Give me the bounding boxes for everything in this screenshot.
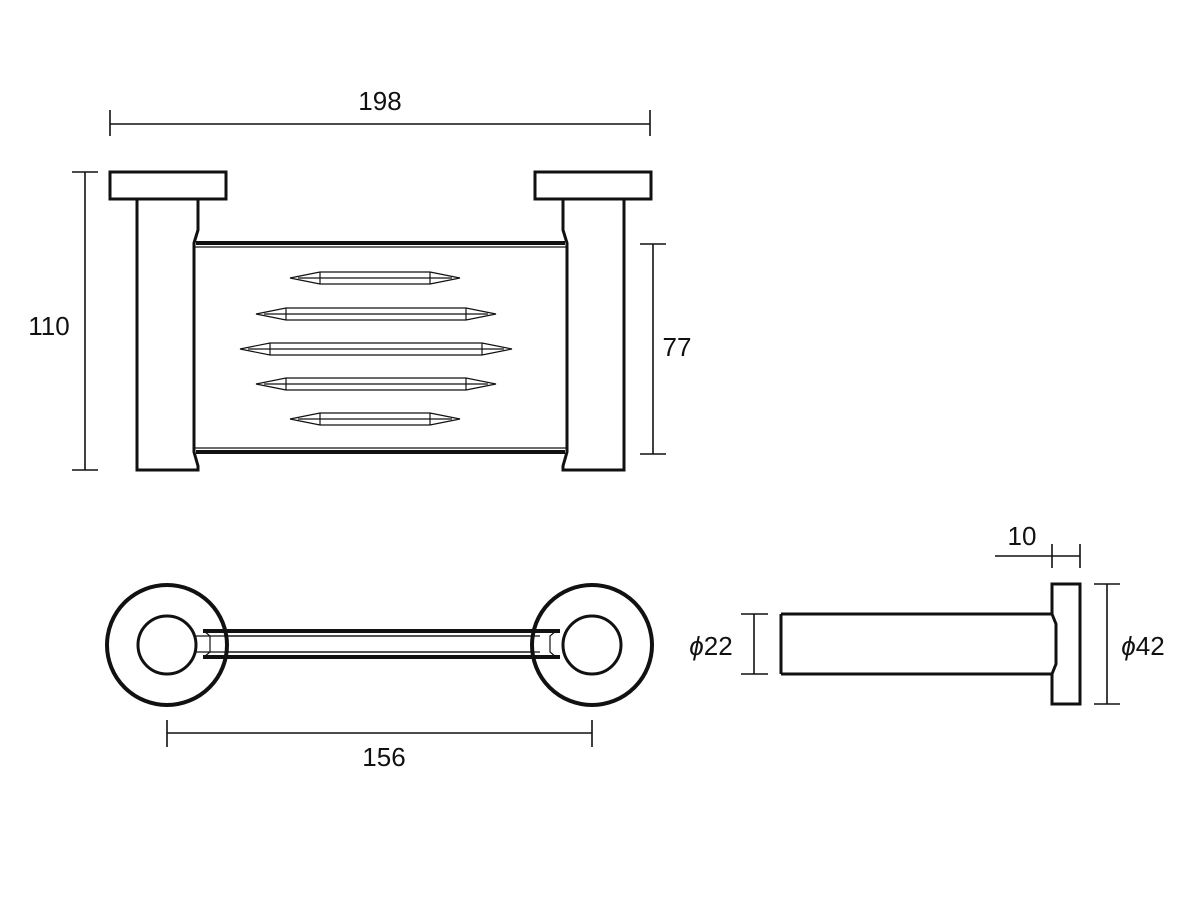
top-view-bar	[195, 629, 565, 659]
left-wall-flange	[108, 170, 228, 201]
slot	[289, 412, 461, 426]
left-flange-top	[105, 583, 229, 707]
slot	[255, 307, 497, 321]
dimension-label-156: 156	[362, 742, 405, 772]
diameter-symbol: ϕ	[1121, 631, 1135, 661]
diameter-symbol: ϕ	[689, 631, 703, 661]
side-flange	[1050, 582, 1082, 706]
dimension-label-77: 77	[663, 332, 692, 362]
right-post	[561, 199, 626, 472]
dimension-label-22: 22	[704, 631, 733, 661]
top-view: 156	[105, 583, 654, 772]
dimension-post-diameter: ϕ22	[689, 613, 768, 675]
dimension-mount-spacing: 156	[166, 720, 593, 772]
slot	[255, 377, 497, 391]
svg-text:ϕ42: ϕ42	[1121, 631, 1164, 661]
dimension-flange-depth: 10	[995, 521, 1081, 568]
front-view: 198 110 77	[28, 86, 692, 472]
basket-body	[194, 241, 567, 454]
dimension-label-110: 110	[28, 311, 69, 341]
side-view: 10 ϕ22 ϕ42	[689, 521, 1165, 706]
dimension-label-42: 42	[1136, 631, 1165, 661]
slot	[289, 271, 461, 285]
right-flange-top	[530, 583, 654, 707]
svg-text:ϕ22: ϕ22	[689, 631, 732, 661]
dimension-flange-diameter: ϕ42	[1094, 583, 1165, 705]
dimension-overall-height: 110	[28, 171, 98, 471]
side-post	[779, 612, 1052, 676]
slot	[239, 342, 513, 356]
right-wall-flange	[533, 170, 653, 201]
left-post	[135, 199, 200, 472]
dimension-basket-height: 77	[640, 243, 692, 455]
drainage-slots	[239, 271, 513, 426]
dimension-label-10: 10	[1008, 521, 1037, 551]
dimension-overall-width: 198	[109, 86, 651, 136]
top-view-bar-joints	[196, 629, 560, 659]
dimension-label-198: 198	[358, 86, 401, 116]
